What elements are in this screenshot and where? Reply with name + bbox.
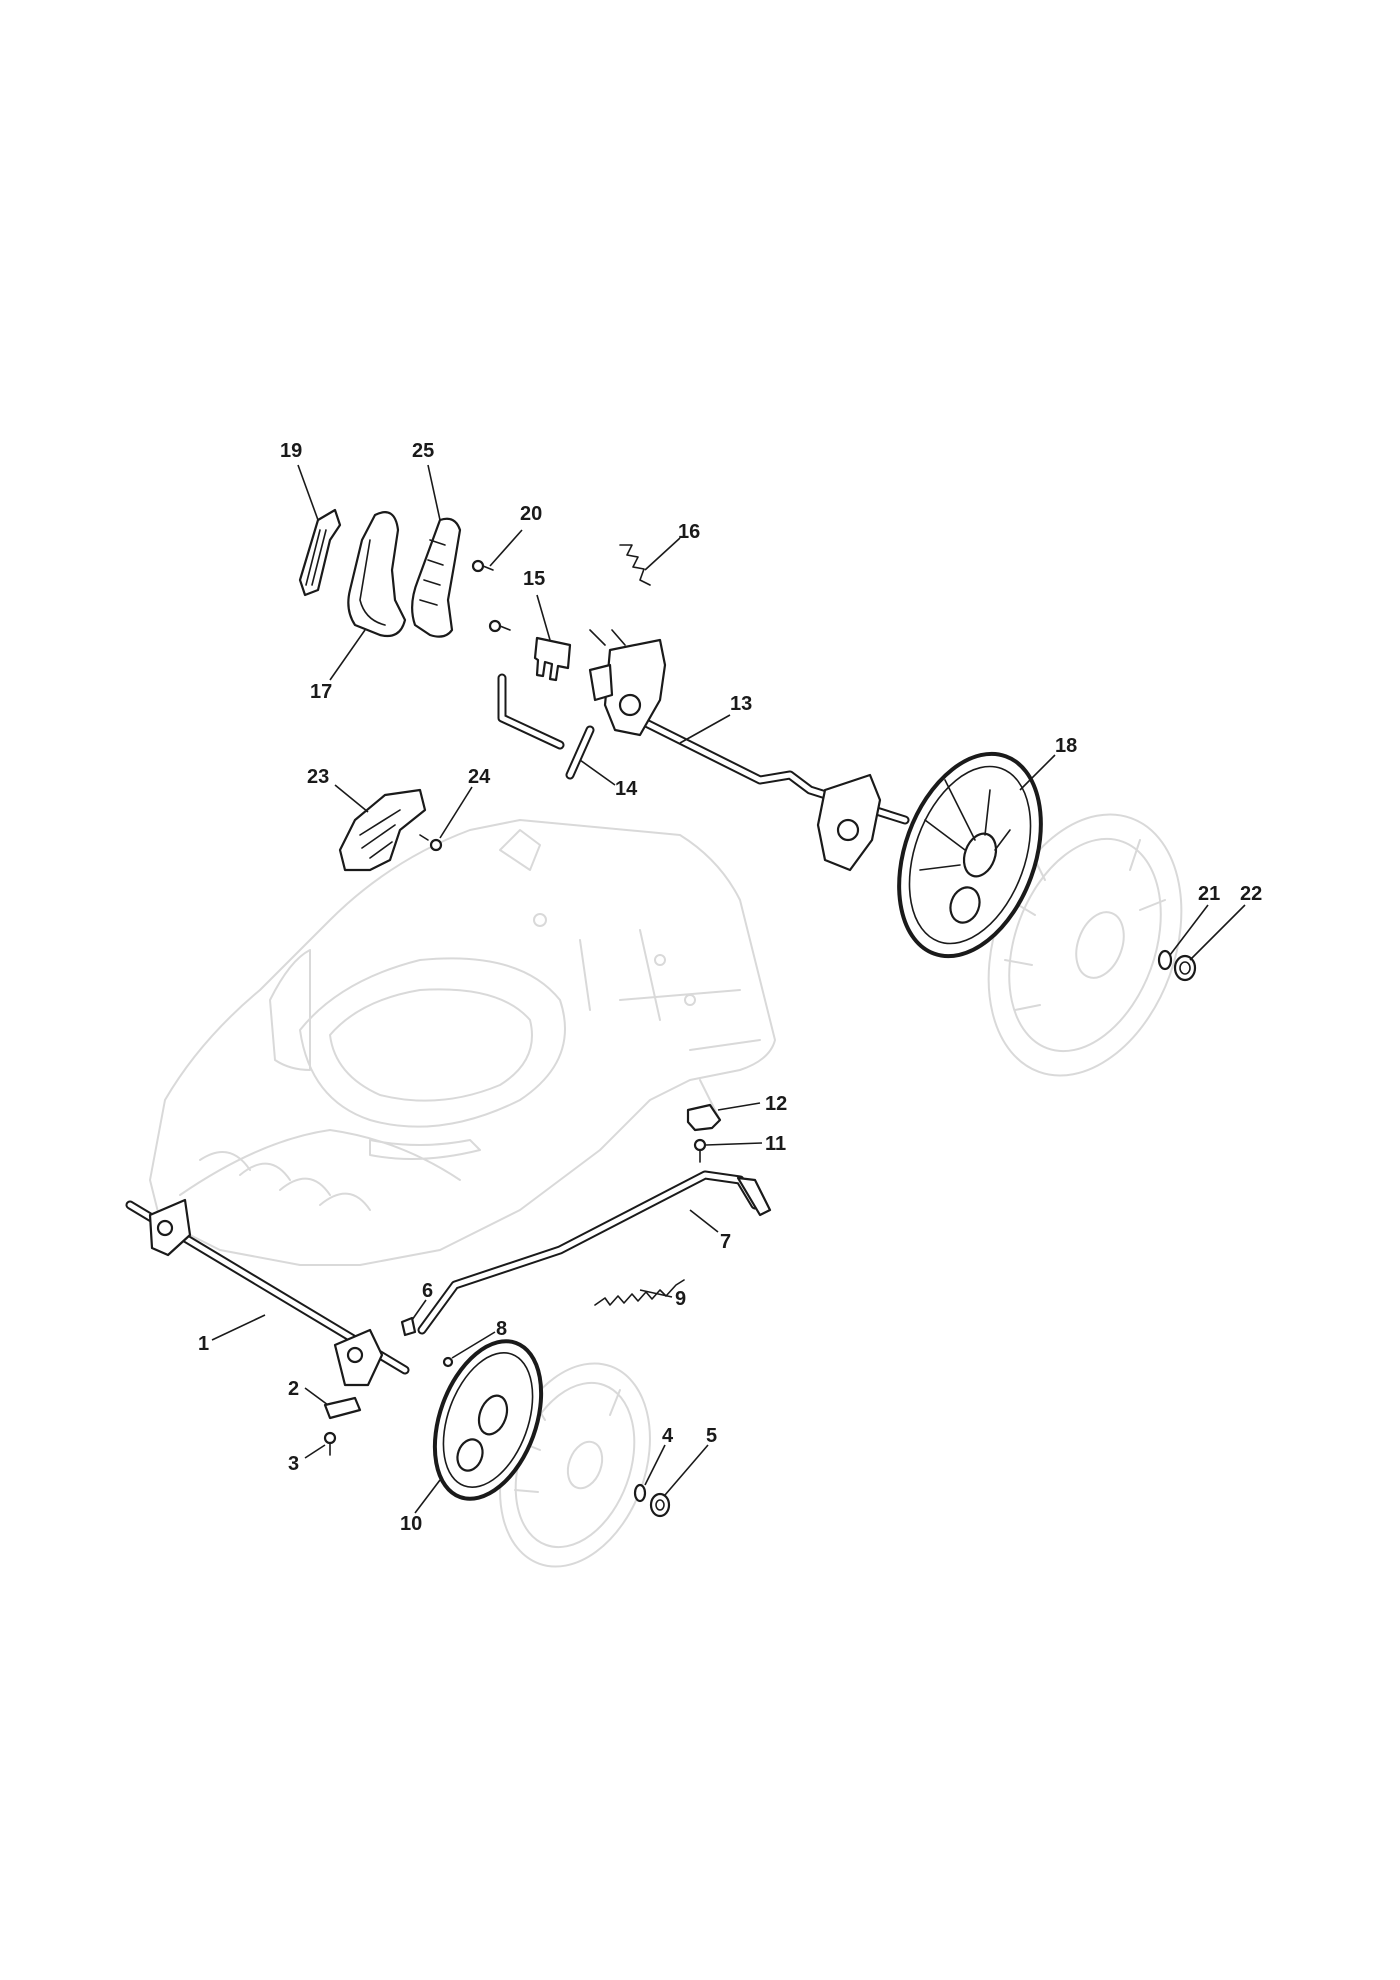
callout-15: 15 bbox=[523, 568, 545, 590]
callout-1: 1 bbox=[198, 1333, 209, 1355]
part-19-grip-strip bbox=[298, 508, 342, 597]
part-3-screw bbox=[323, 1431, 337, 1456]
part-9-spring bbox=[594, 1279, 685, 1306]
callout-24: 24 bbox=[468, 766, 491, 788]
part-24-screw bbox=[419, 834, 443, 852]
callout-13: 13 bbox=[730, 693, 752, 715]
callout-2: 2 bbox=[288, 1378, 299, 1400]
callout-6: 6 bbox=[422, 1280, 433, 1302]
rear-wheel-ghost bbox=[987, 813, 1183, 1077]
callout-16: 16 bbox=[678, 521, 700, 543]
mower-deck-ghost bbox=[149, 819, 776, 1266]
part-20-screw bbox=[471, 559, 511, 633]
callout-21: 21 bbox=[1198, 883, 1220, 905]
part-25-lever-bracket bbox=[411, 517, 462, 638]
callout-9: 9 bbox=[675, 1288, 686, 1310]
callout-3: 3 bbox=[288, 1453, 299, 1475]
callout-10: 10 bbox=[400, 1513, 422, 1535]
callout-12: 12 bbox=[765, 1093, 787, 1115]
part-15-clip bbox=[533, 636, 572, 682]
part-16-spring bbox=[619, 544, 651, 586]
part-2-plate bbox=[323, 1396, 362, 1420]
part-21-washer bbox=[1157, 949, 1173, 971]
callout-17: 17 bbox=[310, 681, 332, 703]
callout-23: 23 bbox=[307, 766, 329, 788]
callout-22: 22 bbox=[1240, 883, 1262, 905]
part-7-linkage-rod bbox=[417, 1170, 772, 1335]
callout-14: 14 bbox=[615, 778, 638, 800]
part-1-front-axle bbox=[125, 1198, 410, 1387]
callout-20: 20 bbox=[520, 503, 542, 525]
part-22-nut bbox=[1173, 954, 1197, 982]
part-11-screw bbox=[693, 1138, 707, 1163]
leader-lines bbox=[211, 464, 1246, 1514]
callout-5: 5 bbox=[706, 1425, 717, 1447]
callout-11: 11 bbox=[765, 1133, 786, 1155]
part-8-screw bbox=[442, 1356, 454, 1368]
part-5-nut bbox=[649, 1492, 671, 1518]
part-10-front-hubcap bbox=[432, 1339, 544, 1501]
callout-labels: 19 25 20 16 15 17 13 14 18 23 24 21 22 1… bbox=[198, 440, 1262, 1535]
callout-7: 7 bbox=[720, 1231, 731, 1253]
part-12-bracket bbox=[686, 1103, 722, 1132]
part-17-lever-cover bbox=[347, 511, 407, 638]
callout-8: 8 bbox=[496, 1318, 507, 1340]
part-23-height-adjuster bbox=[338, 788, 427, 872]
part-6-clip bbox=[400, 1316, 417, 1337]
callout-18: 18 bbox=[1055, 735, 1077, 757]
part-18-rear-hubcap bbox=[897, 751, 1043, 959]
part-14-bent-rod bbox=[497, 673, 595, 780]
callout-25: 25 bbox=[412, 440, 434, 462]
part-13-rear-axle bbox=[588, 629, 910, 872]
callout-4: 4 bbox=[662, 1425, 674, 1447]
callout-19: 19 bbox=[280, 440, 302, 462]
part-4-washer bbox=[633, 1483, 647, 1503]
